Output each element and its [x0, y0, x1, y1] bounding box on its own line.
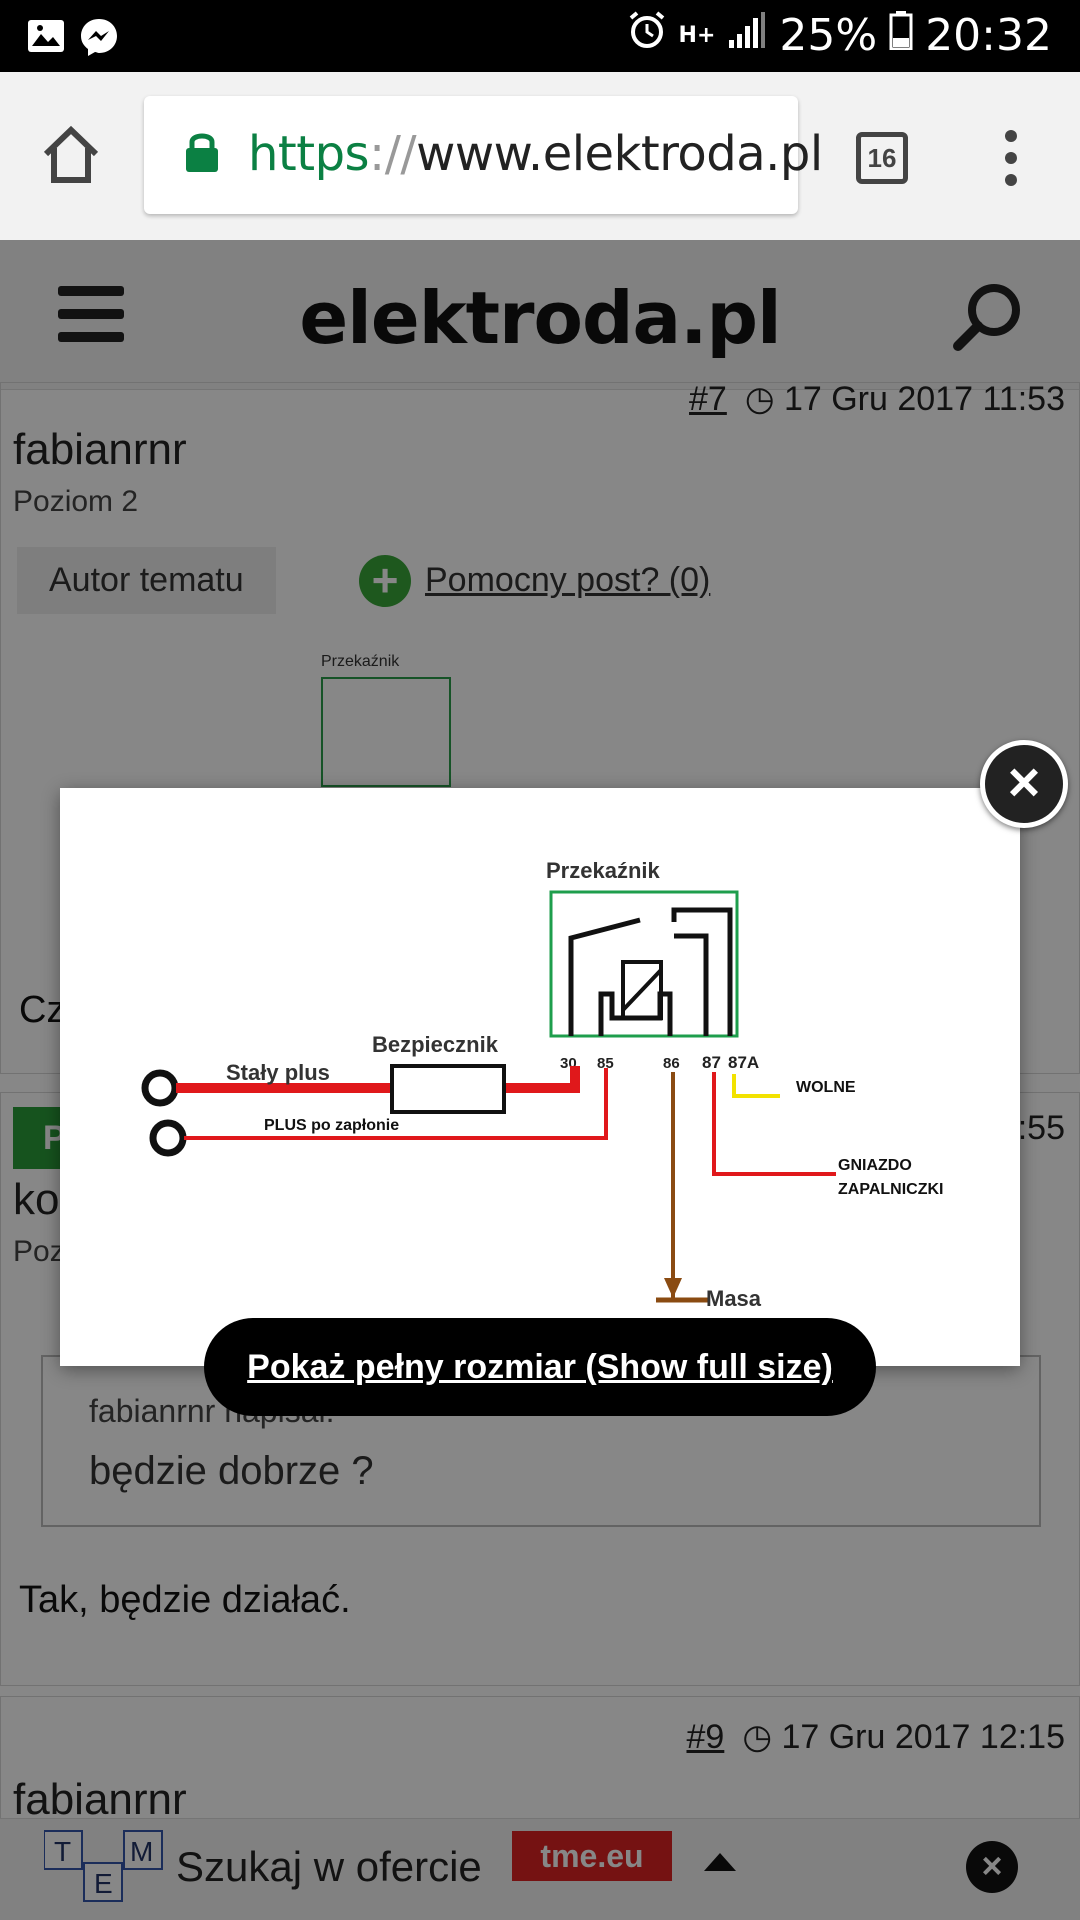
relay-box	[549, 890, 739, 1038]
free-label: WOLNE	[796, 1079, 856, 1096]
post: #9 ◷ 17 Gru 2017 12:15 fabianrnr	[0, 1696, 1080, 1920]
constant-plus-label: Stały plus	[226, 1060, 330, 1085]
ad-close-button[interactable]: ×	[966, 1841, 1018, 1893]
post-meta: #7 ◷ 17 Gru 2017 11:53	[689, 379, 1065, 419]
socket-label-line2: ZAPALNICZKI	[838, 1181, 943, 1198]
plus-icon[interactable]: +	[359, 555, 411, 607]
browser-toolbar: https://www.elektroda.pl 16	[0, 72, 1080, 240]
site-logo[interactable]: elektroda.pl	[299, 276, 781, 360]
user-level: Poz	[13, 1235, 65, 1268]
helpful-post-link[interactable]: Pomocny post? (0)	[425, 561, 711, 599]
pin-86: 86	[663, 1055, 680, 1072]
network-type: H+	[678, 23, 716, 48]
close-lightbox-button[interactable]: ×	[980, 740, 1068, 828]
relay-label: Przekaźnik	[546, 858, 660, 883]
post-username[interactable]: ko	[13, 1175, 60, 1224]
post-username[interactable]: fabianrnr	[13, 1775, 187, 1824]
overflow-menu-icon[interactable]	[1000, 128, 1022, 193]
post-date: :55	[1017, 1109, 1065, 1147]
image-lightbox: Przekaźnik 30 85 86 87 87A Bezpiecznik S…	[60, 788, 1020, 1366]
tab-switcher-button[interactable]: 16	[856, 132, 908, 184]
ad-brand[interactable]: tme.eu	[512, 1831, 672, 1881]
post-text: Tak, będzie działać.	[19, 1579, 351, 1621]
post-date: 17 Gru 2017 11:53	[783, 380, 1065, 418]
user-level: Poziom 2	[13, 485, 139, 518]
clock: 20:32	[925, 10, 1052, 61]
search-icon[interactable]	[952, 282, 1024, 359]
pin-85: 85	[597, 1055, 614, 1072]
ignition-plus-label: PLUS po zapłonie	[264, 1117, 399, 1134]
socket-label-line1: GNIAZDO	[838, 1157, 912, 1174]
url-scheme: https	[248, 126, 370, 182]
topic-author-badge: Autor tematu	[17, 547, 276, 614]
show-full-size-button[interactable]: Pokaż pełny rozmiar (Show full size)	[204, 1318, 876, 1416]
hamburger-menu-icon[interactable]	[58, 286, 124, 347]
clock-icon: ◷	[744, 380, 784, 418]
signal-icon	[727, 10, 767, 61]
post-date: 17 Gru 2017 12:15	[781, 1718, 1065, 1756]
relay-wiring-diagram: Przekaźnik 30 85 86 87 87A Bezpiecznik S…	[60, 788, 1020, 1366]
tme-logo: T M E	[43, 1827, 166, 1913]
battery-percent: 25%	[779, 10, 878, 61]
pin-87a: 87A	[728, 1053, 759, 1072]
quote-text: będzie dobrze ?	[89, 1449, 374, 1493]
logo-letter-t: T	[54, 1836, 71, 1867]
post-number-link[interactable]: #7	[689, 380, 727, 418]
clock-icon: ◷	[742, 1718, 782, 1756]
post-meta: #9 ◷ 17 Gru 2017 12:15	[686, 1717, 1065, 1757]
alarm-icon	[627, 10, 667, 61]
battery-icon	[889, 10, 913, 61]
logo-letter-m: M	[130, 1836, 153, 1867]
thumbnail-label: Przekaźnik	[321, 653, 400, 670]
bottom-ad-banner[interactable]: T M E Szukaj w ofercie tme.eu ×	[0, 1818, 1080, 1920]
lock-icon	[184, 130, 220, 179]
url-separator: ://	[369, 126, 417, 182]
ground-label: Masa	[706, 1286, 762, 1311]
url-host: www.elektroda.pl	[416, 126, 823, 182]
post-number-link[interactable]: #9	[686, 1718, 725, 1756]
status-bar: H+ 25% 20:32	[0, 0, 1080, 72]
expand-arrow-icon[interactable]	[704, 1853, 736, 1871]
home-icon[interactable]	[40, 124, 102, 191]
attachment-thumbnail[interactable]: Przekaźnik	[321, 653, 461, 793]
post: #7 ◷ 17 Gru 2017 11:53 fabianrnr Poziom 2…	[0, 379, 1080, 1074]
site-header: elektroda.pl	[0, 240, 1080, 390]
messenger-icon	[78, 16, 120, 63]
post-text-fragment: Cz	[19, 989, 66, 1031]
pin-87: 87	[702, 1053, 721, 1072]
post-username[interactable]: fabianrnr	[13, 425, 187, 474]
address-bar[interactable]: https://www.elektroda.pl	[144, 96, 823, 214]
fuse-label: Bezpiecznik	[372, 1032, 499, 1057]
url-text[interactable]: https://www.elektroda.pl	[248, 126, 823, 182]
ad-text[interactable]: Szukaj w ofercie	[176, 1843, 482, 1890]
logo-letter-e: E	[94, 1868, 113, 1899]
gallery-icon	[26, 16, 66, 61]
fuse	[390, 1064, 506, 1114]
